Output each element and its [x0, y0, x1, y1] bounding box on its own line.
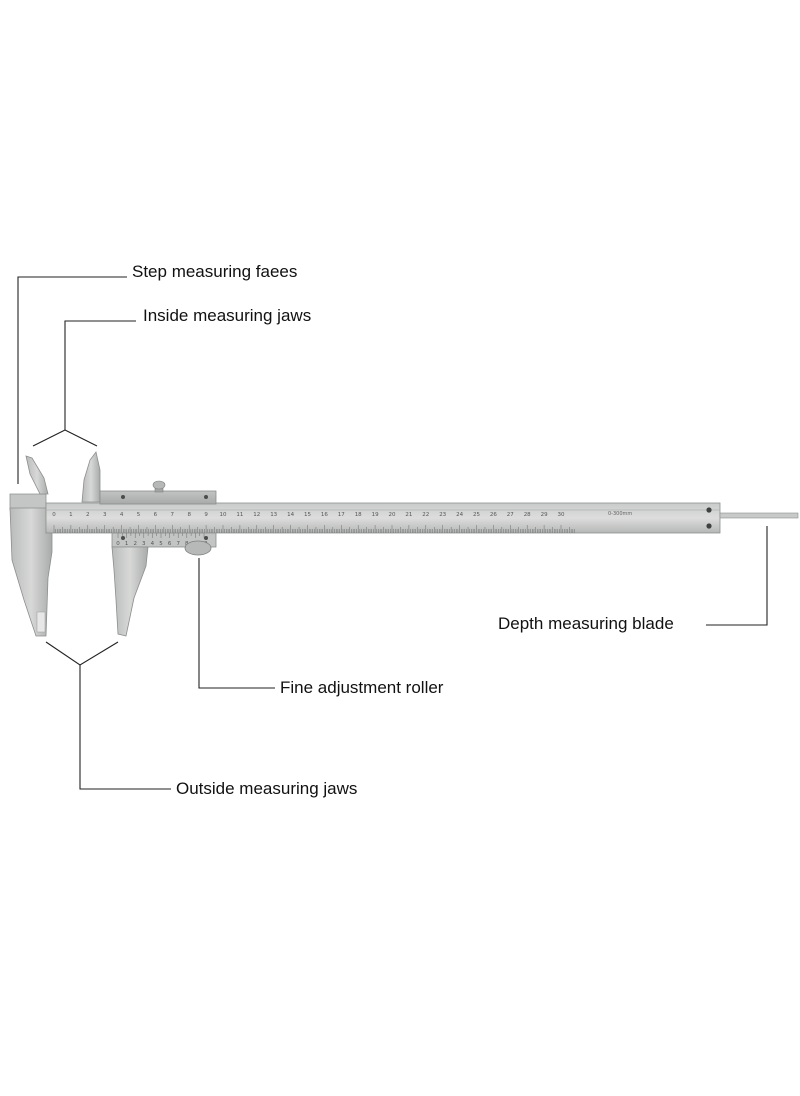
main-scale-number: 12 [253, 512, 260, 518]
label-fine-adjustment-roller: Fine adjustment roller [280, 678, 444, 697]
slider-inside-jaw [81, 451, 101, 503]
fixed-inside-jaw [25, 455, 49, 495]
main-scale-number: 6 [154, 512, 158, 518]
vernier-number: 1 [125, 541, 129, 547]
label-step-measuring-faces: Step measuring faees [132, 262, 298, 281]
main-scale-number: 4 [120, 512, 124, 518]
main-scale-number: 25 [473, 512, 480, 518]
vernier-number: 3 [142, 541, 146, 547]
label-outside-measuring-jaws: Outside measuring jaws [176, 779, 358, 798]
main-scale-number: 29 [541, 512, 548, 518]
leader-inside-jaws [64, 320, 136, 430]
main-scale-number: 19 [372, 512, 379, 518]
main-scale-number: 16 [321, 512, 328, 518]
bracket-inside-jaws [32, 429, 98, 447]
main-scale-number: 0 [52, 512, 56, 518]
unit-mark: 0-300mm [608, 511, 632, 517]
main-scale-number: 7 [171, 512, 175, 518]
main-scale-number: 14 [287, 512, 294, 518]
main-scale-number: 13 [270, 512, 277, 518]
main-scale-ticks [53, 525, 575, 533]
label-inside-measuring-jaws: Inside measuring jaws [143, 306, 312, 325]
main-scale-number: 27 [507, 512, 514, 518]
vernier-number: 6 [168, 541, 172, 547]
slider-outside-jaw [111, 546, 149, 637]
main-scale-number: 2 [86, 512, 90, 518]
main-scale-number: 28 [524, 512, 531, 518]
main-scale-number: 11 [236, 512, 243, 518]
vernier-number: 5 [159, 541, 163, 547]
leader-depth-blade [706, 526, 768, 626]
bracket-outside-jaws [45, 641, 119, 666]
main-scale-number: 24 [456, 512, 463, 518]
main-scale-number: 8 [187, 512, 191, 518]
main-scale-number: 10 [220, 512, 227, 518]
main-scale-number: 1 [69, 512, 73, 518]
main-scale-number: 9 [204, 512, 208, 518]
vernier-number: 0 [116, 541, 120, 547]
leader-step-faces [17, 276, 127, 484]
fixed-jaw [9, 455, 53, 637]
label-depth-measuring-blade: Depth measuring blade [498, 614, 674, 633]
depth-blade [719, 512, 799, 519]
vernier-number: 7 [176, 541, 180, 547]
main-scale-number: 15 [304, 512, 311, 518]
end-screw-top [706, 507, 712, 513]
main-scale-number: 22 [422, 512, 429, 518]
main-scale-number: 18 [355, 512, 362, 518]
main-scale-number: 5 [137, 512, 141, 518]
fine-adjustment-roller[interactable] [184, 540, 212, 556]
vernier-number: 4 [151, 541, 155, 547]
main-scale-number: 17 [338, 512, 345, 518]
main-scale-number: 3 [103, 512, 107, 518]
end-screw-bottom [706, 523, 712, 529]
vernier-ticks [117, 533, 205, 538]
main-scale-number: 26 [490, 512, 497, 518]
leader-outside-jaws [79, 665, 171, 790]
leader-fine-roller [198, 558, 275, 689]
main-scale-number: 30 [558, 512, 565, 518]
leader-lines [17, 276, 768, 790]
main-scale-number: 21 [405, 512, 412, 518]
main-scale-number: 23 [439, 512, 446, 518]
main-scale-number: 20 [389, 512, 396, 518]
vernier-number: 2 [133, 541, 137, 547]
